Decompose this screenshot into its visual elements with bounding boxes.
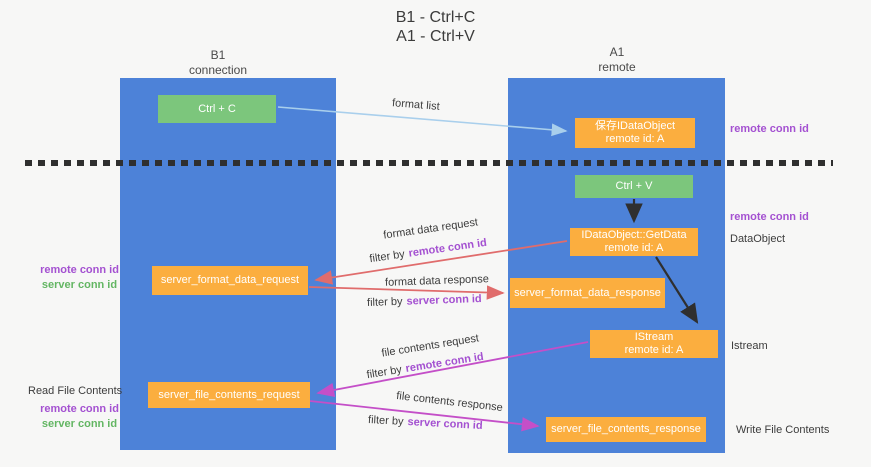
- save-idataobject-line2: remote id: A: [605, 133, 665, 145]
- title-line-2: A1 - Ctrl+V: [396, 28, 475, 45]
- lane-b1-subtitle: connection: [188, 63, 248, 77]
- server-conn-id-key-1: server conn id: [406, 293, 482, 308]
- left-conn-id-group-bottom: remote conn id server conn id: [22, 402, 137, 432]
- server-file-contents-request-node: server_file_contents_request: [148, 382, 310, 408]
- title-line-1: B1 - Ctrl+C: [395, 9, 476, 26]
- remote-conn-id-key-1: remote conn id: [407, 236, 488, 260]
- dataobject-label: DataObject: [730, 233, 786, 245]
- lane-a1-subtitle: remote: [598, 60, 636, 74]
- server-format-data-request-node: server_format_data_request: [152, 266, 308, 295]
- left-remote-conn-id-top-label: remote conn id: [40, 264, 119, 276]
- save-idataobject-node: 保存IDataObject remote id: A: [575, 118, 695, 148]
- lane-b1-title: B1: [210, 48, 226, 62]
- lane-a1-title: A1: [609, 45, 625, 59]
- server-file-contents-response-label: server_file_contents_response: [551, 423, 701, 435]
- ctrl-v-node: Ctrl + V: [575, 175, 693, 198]
- format-data-response-label: format data response: [384, 273, 490, 289]
- server-file-contents-request-label: server_file_contents_request: [158, 388, 300, 401]
- format-data-request-label: format data request: [382, 216, 479, 242]
- getdata-line2: remote id: A: [604, 242, 664, 254]
- left-remote-conn-id-bottom-label: remote conn id: [40, 403, 119, 415]
- filter-by-text-4: filter by: [367, 414, 404, 428]
- write-file-contents-label: Write File Contents: [736, 424, 830, 436]
- remote-conn-id-key-2: remote conn id: [404, 350, 485, 376]
- file-contents-response-label: file contents response: [395, 389, 504, 415]
- read-file-contents-label: Read File Contents: [28, 385, 123, 397]
- filter-by-text-1: filter by: [368, 248, 406, 266]
- ctrl-c-label: Ctrl + C: [198, 102, 236, 115]
- server-format-data-response-node: server_format_data_response: [510, 278, 665, 308]
- lane-header-b1: B1 connection: [148, 48, 288, 78]
- server-conn-id-key-2: server conn id: [407, 416, 483, 432]
- server-format-data-request-label: server_format_data_request: [160, 274, 300, 286]
- server-format-data-response-label: server_format_data_response: [514, 286, 661, 299]
- istream-node: IStream remote id: A: [590, 330, 718, 358]
- left-conn-id-group-top: remote conn id server conn id: [22, 263, 137, 293]
- diagram-title: B1 - Ctrl+C A1 - Ctrl+V: [0, 8, 871, 46]
- filter-by-text-3: filter by: [365, 363, 403, 382]
- istream-line2: remote id: A: [624, 344, 684, 356]
- lane-header-a1: A1 remote: [547, 45, 687, 75]
- istream-line1: IStream: [634, 331, 674, 343]
- server-file-contents-response-node: server_file_contents_response: [546, 417, 706, 442]
- right-remote-conn-id-mid-label: remote conn id: [730, 211, 809, 223]
- right-remote-conn-id-top-label: remote conn id: [730, 123, 809, 135]
- istream-side-label: Istream: [731, 340, 768, 352]
- left-server-conn-id-top-label: server conn id: [41, 279, 118, 291]
- ctrl-v-label: Ctrl + V: [615, 180, 653, 192]
- getdata-line1: IDataObject::GetData: [581, 229, 687, 241]
- idataobject-getdata-node: IDataObject::GetData remote id: A: [570, 228, 698, 256]
- ctrl-c-node: Ctrl + C: [158, 95, 276, 123]
- filter-by-text-2: filter by: [366, 295, 403, 309]
- left-server-conn-id-bottom-label: server conn id: [41, 418, 118, 430]
- save-idataobject-line1: 保存IDataObject: [594, 120, 676, 132]
- format-list-label: format list: [391, 97, 441, 113]
